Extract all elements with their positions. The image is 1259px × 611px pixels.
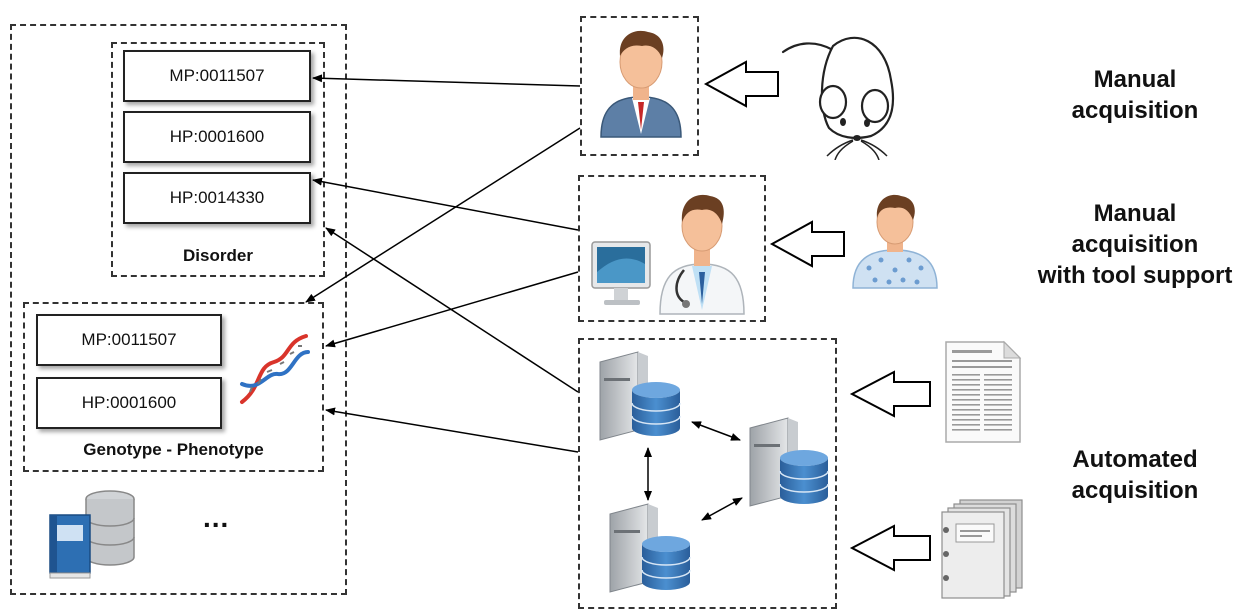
manual-tool-acquisition-label: Manual acquisition with tool support [1037, 200, 1233, 289]
double-arrow-s1-s2 [691, 421, 741, 441]
arrow-automated-to-genotype-group [325, 407, 579, 453]
block-arrow-paper [849, 370, 931, 418]
automated-acquisition-label: Automated acquisition [1071, 446, 1199, 504]
researcher-icon [600, 30, 682, 138]
more-ellipsis: ... [203, 502, 230, 533]
block-arrow-literature [849, 524, 931, 572]
scientific-paper-icon [945, 340, 1022, 443]
mouse-icon [781, 36, 895, 160]
arrow-tool-to-genotype-group [325, 271, 579, 348]
disorder-code-3: HP:0014330 [123, 172, 311, 224]
disorder-caption: Disorder [183, 246, 253, 265]
tool-agent-box [578, 175, 766, 322]
dna-icon [240, 334, 310, 404]
arrow-tool-to-hp0014330 [312, 177, 579, 231]
disorder-code-2: HP:0001600 [123, 111, 311, 163]
disorder-code-1: MP:0011507 [123, 50, 311, 102]
genotype-code-2: HP:0001600 [36, 377, 222, 429]
manual-agent-box [580, 16, 699, 156]
genotype-phenotype-caption: Genotype - Phenotype [83, 440, 264, 459]
knowledge-base-container [10, 24, 347, 595]
manual-acquisition-label: Manual acquisition [1071, 66, 1199, 124]
arrow-automated-to-disorder-group [325, 227, 579, 393]
block-arrow-patient [769, 220, 845, 268]
automated-agent-box [578, 338, 837, 609]
patient-icon [852, 194, 938, 289]
literature-stack-icon [941, 499, 1023, 599]
arrow-researcher-to-mp0011507 [312, 74, 581, 87]
block-arrow-mouse [703, 60, 779, 108]
arrow-researcher-to-genotype-group [305, 127, 581, 303]
genotype-phenotype-group [23, 302, 324, 472]
genotype-code-1: MP:0011507 [36, 314, 222, 366]
disorder-group [111, 42, 325, 277]
physician-with-computer-icon [591, 194, 745, 315]
double-arrow-s2-s3 [701, 497, 743, 521]
server-database-cluster-icon [599, 351, 829, 593]
database-book-icon [49, 490, 135, 579]
